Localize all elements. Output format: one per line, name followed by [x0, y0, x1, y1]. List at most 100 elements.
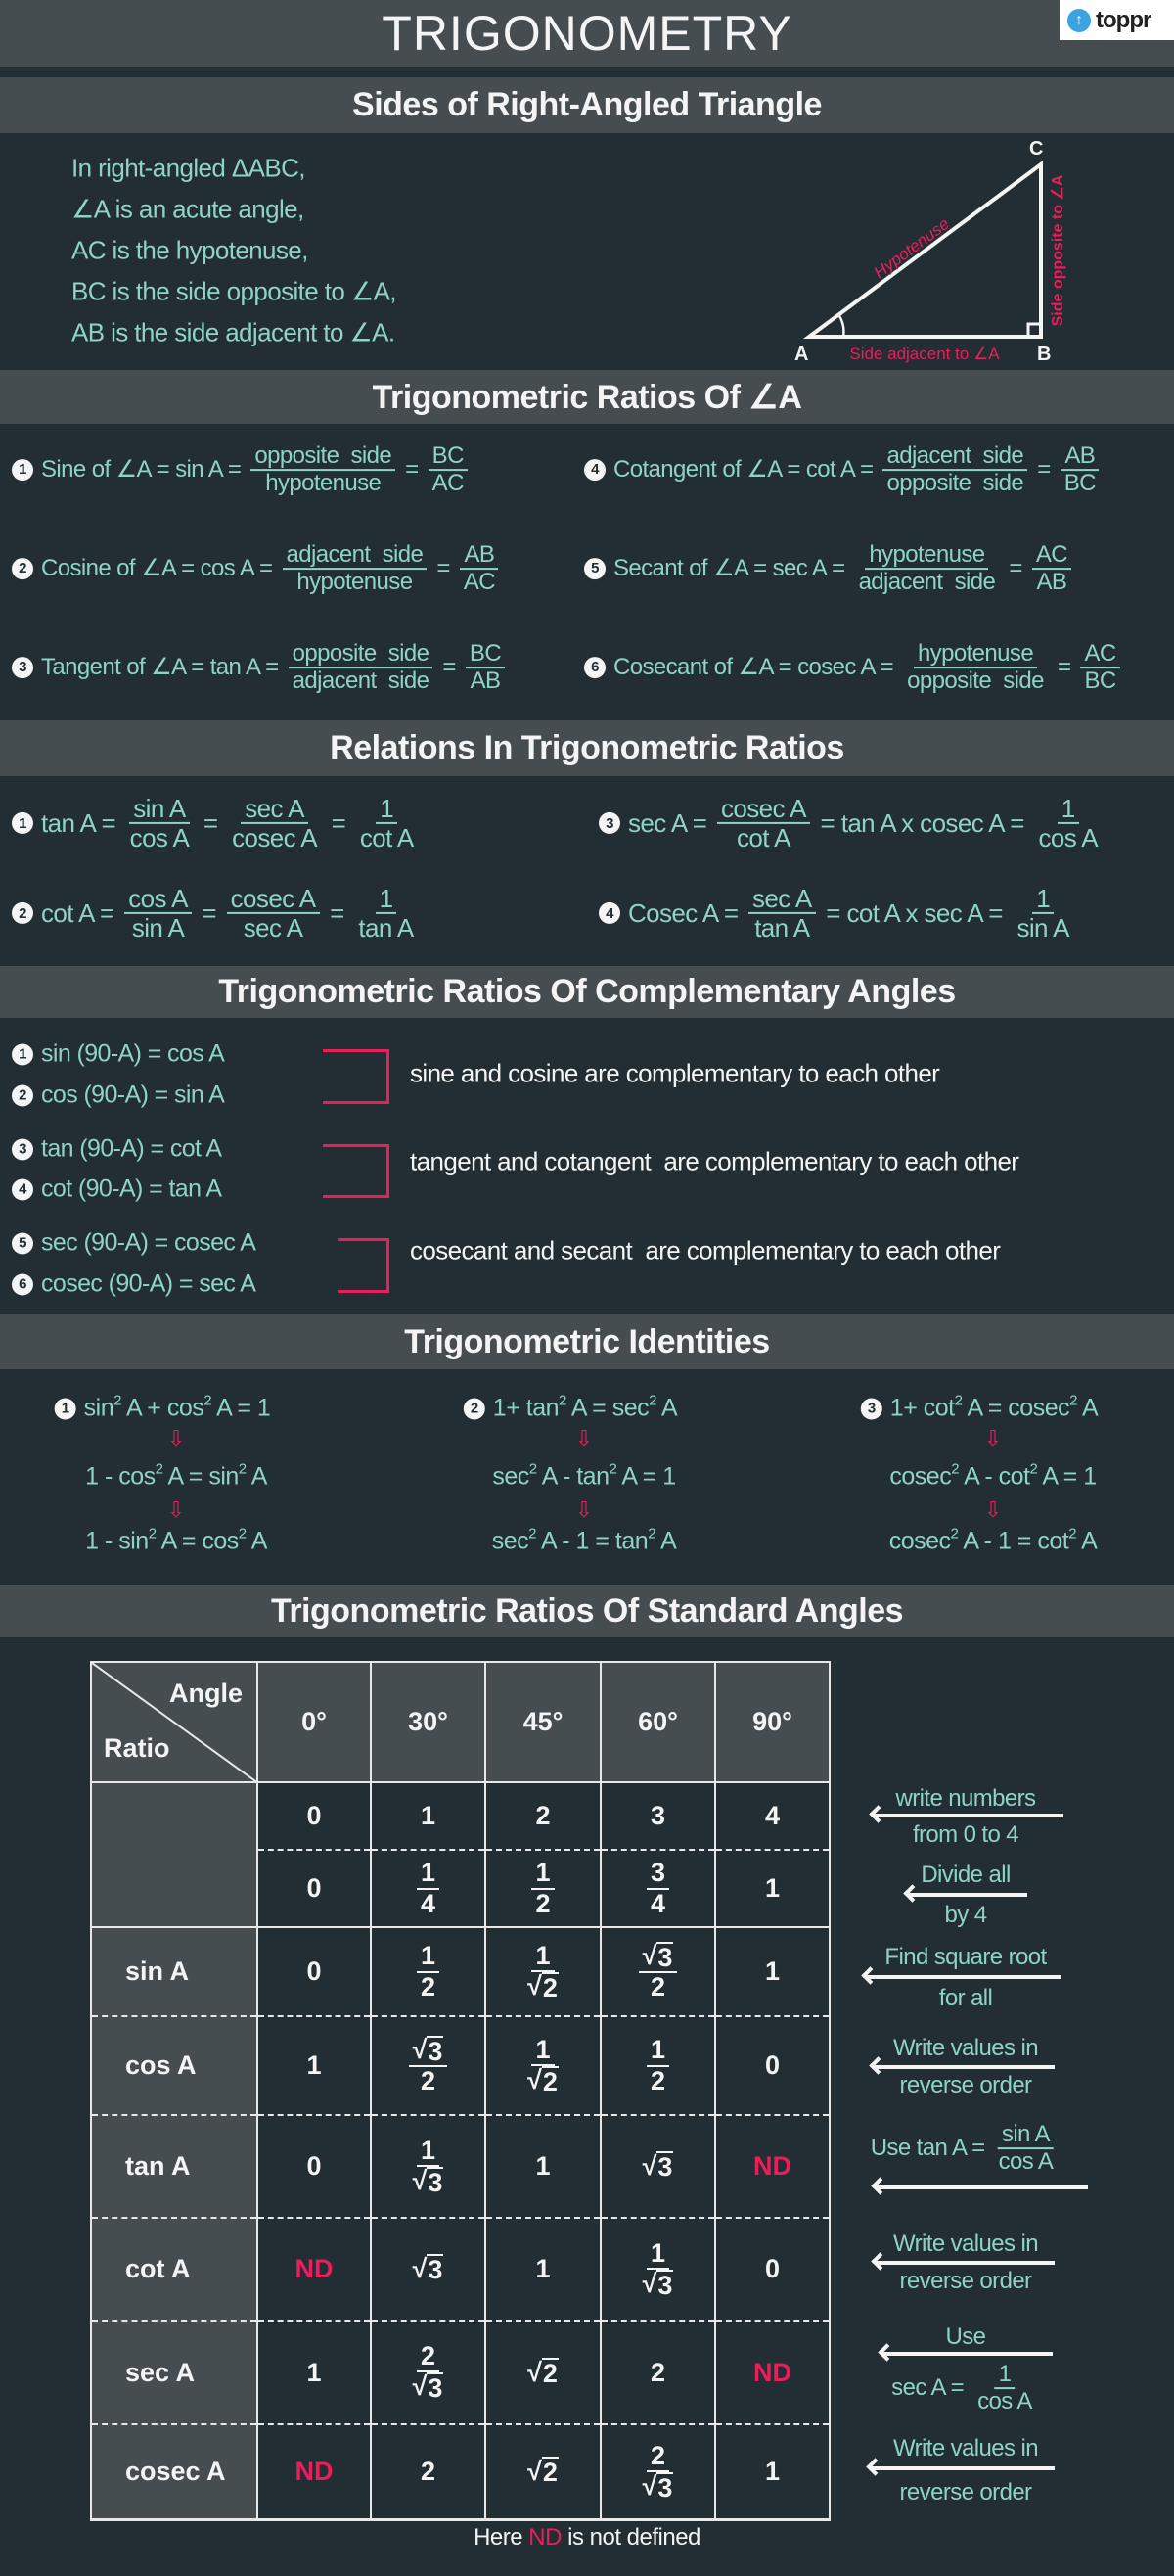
superscript: 2	[155, 1460, 163, 1478]
formula-text: 2	[535, 1801, 551, 1830]
row-label-cell: cot A	[90, 2217, 258, 2321]
formula-text: BC	[431, 442, 465, 470]
formula-text: opposite side	[254, 442, 392, 470]
number-badge: 3	[860, 1398, 882, 1419]
section-heading-standard-angles: Trigonometric Ratios Of Standard Angles	[0, 1585, 1174, 1637]
formula-text: Secant of ∠A = sec A =	[613, 555, 851, 582]
complementary-note: tangent and cotangent are complementary …	[410, 1146, 1019, 1176]
fraction-numerator: hypotenuse	[865, 542, 989, 570]
fraction-numerator: sec A	[748, 885, 816, 914]
formula-text: =	[323, 897, 351, 928]
number-badge: 1	[12, 459, 33, 481]
superscript: 2	[148, 1525, 157, 1542]
formula-text: A = sec	[565, 1394, 650, 1422]
formula-text: 1	[650, 2035, 666, 2065]
left-arrow-icon	[874, 1814, 1063, 1817]
formula-text: sec	[492, 1462, 529, 1491]
formula-text: cos A	[128, 883, 188, 913]
fraction-denominator: 2	[417, 1971, 439, 2001]
section-heading-ratios: Trigonometric Ratios Of ∠A	[0, 370, 1174, 424]
fraction-numerator: sec A	[241, 795, 308, 824]
corner-diagonal	[92, 1663, 258, 1783]
fraction-denominator: 2	[417, 2066, 439, 2096]
annotation-text: from 0 to 4	[912, 1821, 1019, 1848]
formula-text: cos A	[129, 823, 190, 852]
radicand: 2	[541, 2065, 559, 2096]
formula-text: sec A =	[891, 2374, 971, 2401]
double-down-arrow-icon: ⇩	[574, 1426, 594, 1450]
section-heading-relations: Relations In Trigonometric Ratios	[0, 720, 1174, 776]
formula-text: 2	[420, 2066, 435, 2096]
square-root: 3	[643, 1941, 674, 1972]
formula-text: =	[197, 807, 225, 838]
fraction-numerator: 1	[376, 795, 398, 824]
table-cell: 1	[370, 1781, 486, 1850]
annotation-text: reverse order	[899, 2072, 1033, 2098]
formula-text: ND	[294, 2254, 334, 2283]
superscript: 2	[203, 1392, 212, 1409]
formula-text: 1	[764, 2456, 781, 2486]
left-arrow-icon	[866, 1975, 1061, 1979]
table-cell: 23	[370, 2320, 486, 2424]
formula-text: cosec	[889, 1462, 952, 1491]
table-cell: ND	[256, 2217, 372, 2321]
table-row: cosec AND22231	[90, 2423, 831, 2521]
bracket-connector	[338, 1238, 389, 1293]
fraction-numerator: 3	[646, 1859, 670, 1890]
fraction: 12	[523, 1941, 563, 2002]
number-badge: 1	[12, 1043, 33, 1065]
annotation-text: Write values in	[893, 2231, 1039, 2257]
formula-text: 3	[650, 1801, 666, 1830]
fraction-denominator: 2	[523, 1971, 563, 2001]
annotation-text: Use	[945, 2323, 986, 2350]
right-angle-mark	[1026, 322, 1043, 339]
formula-text: cos (90-A) = sin A	[41, 1081, 225, 1109]
formula-text: A = cos	[156, 1527, 240, 1555]
fraction: 32	[408, 2035, 448, 2096]
left-arrow-icon	[871, 2466, 1055, 2470]
formula-text: cot A	[359, 823, 414, 852]
formula-text: 1	[420, 2135, 435, 2165]
corner-ratio-label: Ratio	[104, 1733, 170, 1763]
formula-text: 1	[379, 883, 393, 913]
formula-text: sec	[491, 1527, 529, 1555]
radicand: 2	[541, 2456, 559, 2487]
radicand: 2	[541, 2357, 559, 2388]
formula-text: 2	[420, 1971, 436, 2001]
formula-text: =	[1031, 456, 1057, 483]
superscript: 2	[1029, 1460, 1038, 1478]
square-root: 3	[643, 2151, 674, 2182]
number-badge: 3	[599, 812, 620, 834]
radicand: 3	[656, 1941, 674, 1972]
annotation-text: by 4	[944, 1902, 988, 1928]
number-badge: 2	[12, 902, 33, 924]
fraction: 13	[409, 2135, 448, 2197]
fraction-denominator: sec A	[240, 914, 307, 942]
table-cell: 13	[600, 2217, 716, 2321]
formula-text: cot A	[737, 823, 790, 852]
formula-text: A = cosec	[962, 1394, 1070, 1422]
table-cell: 1	[714, 1849, 831, 1927]
fraction-numerator: cos A	[124, 885, 192, 914]
row-label-cell: sec A	[90, 2320, 258, 2424]
formula-text: 1	[535, 2151, 551, 2181]
formula-text: ND	[753, 2151, 791, 2181]
row-label-cell: cos A	[90, 2015, 258, 2115]
formula-text: = tan A x cosec A =	[813, 807, 1031, 838]
fraction-numerator: 2	[416, 2342, 439, 2373]
formula-text: 1	[420, 1858, 436, 1888]
formula-text: sin (90-A) = cos A	[41, 1039, 225, 1068]
